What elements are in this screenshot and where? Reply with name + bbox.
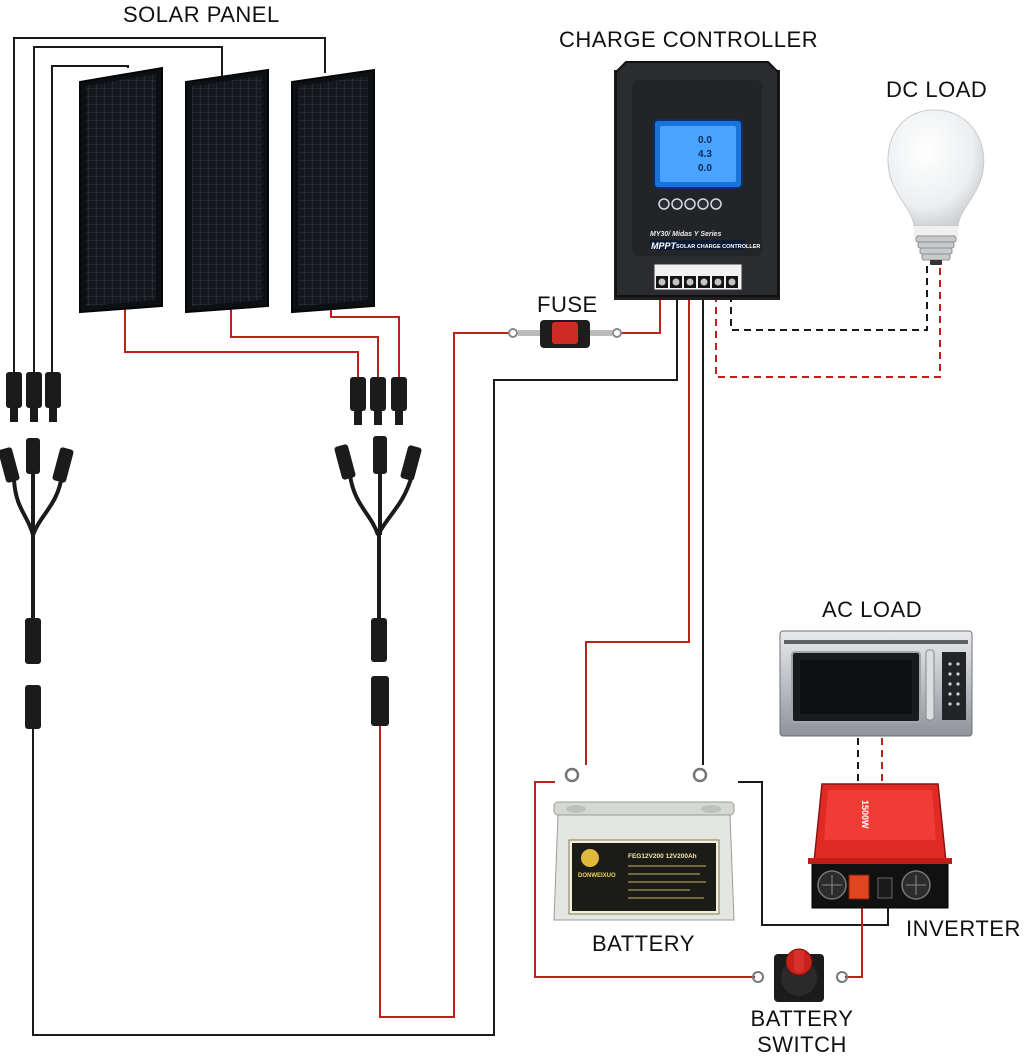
black-wires	[13, 37, 889, 1036]
battery-model: FEG12V200 12V200Ah	[628, 853, 697, 860]
mc4-connectors-left	[6, 372, 61, 422]
battery-switch-label: BATTERY SWITCH	[742, 1006, 862, 1058]
battery-switch-label-line-1: BATTERY	[750, 1006, 854, 1031]
mc4-connectors-right	[350, 377, 407, 425]
red-wires	[124, 295, 863, 1018]
dc-load-bulb	[887, 109, 985, 265]
charge-controller-label: CHARGE CONTROLLER	[559, 27, 819, 52]
solar-panel-1	[79, 66, 163, 314]
battery: DONWEIXUO FEG12V200 12V200Ah	[553, 801, 735, 921]
battery-terminal-rings	[564, 767, 708, 783]
y-branch-connector-right	[334, 436, 422, 726]
inverter-rating-text: 1500W	[860, 800, 870, 829]
dc-load-label: DC LOAD	[886, 77, 988, 102]
ac-load-label: AC LOAD	[822, 597, 923, 622]
ac-load-microwave	[779, 630, 973, 737]
dc-load-wires	[715, 262, 941, 378]
ac-load-wires	[857, 738, 883, 785]
controller-mppt-badge: MPPT	[651, 241, 678, 251]
lcd-row-2: 4.3	[698, 149, 712, 160]
y-branch-connector-left	[0, 438, 74, 729]
solar-panel-3	[291, 68, 375, 314]
fuse-label: FUSE	[537, 292, 598, 317]
solar-panel-label: SOLAR PANEL	[123, 2, 280, 27]
lcd-row-3: 0.0	[698, 163, 712, 174]
inverter-label: INVERTER	[906, 916, 1021, 941]
battery-switch-label-line-2: SWITCH	[757, 1032, 847, 1057]
controller-model-text: MY30/ Midas Y Series	[650, 231, 721, 238]
inverter: 1500W	[808, 783, 952, 909]
fuse	[508, 320, 622, 348]
controller-subtitle: SOLAR CHARGE CONTROLLER	[676, 244, 760, 250]
battery-switch	[752, 948, 848, 1002]
battery-brand: DONWEIXUO	[578, 873, 616, 879]
battery-label: BATTERY	[592, 931, 695, 956]
charge-controller: 0.0 4.3 0.0 MY30/ Midas Y Series MPPT SO…	[614, 61, 780, 300]
lcd-row-1: 0.0	[698, 135, 712, 146]
solar-panel-2	[185, 68, 269, 314]
